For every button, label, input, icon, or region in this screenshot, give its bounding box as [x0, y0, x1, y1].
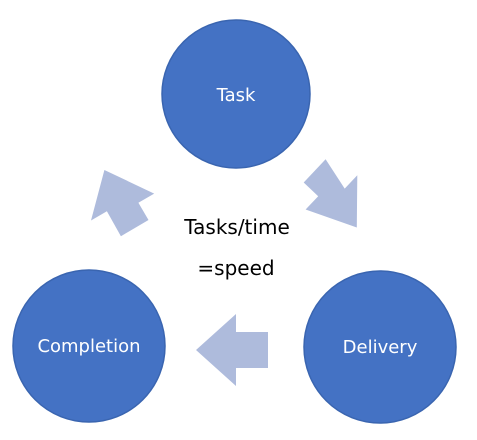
node-delivery-circle	[303, 270, 457, 424]
center-text-line-2: =speed	[197, 256, 274, 280]
node-delivery: Delivery	[303, 270, 457, 424]
node-delivery-label: Delivery	[343, 337, 418, 358]
node-completion: Completion	[12, 269, 166, 423]
node-completion-circle	[12, 269, 166, 423]
arrow-task-to-delivery	[303, 159, 358, 228]
center-text-line-1: Tasks/time	[183, 215, 290, 239]
arrow-delivery-to-completion	[196, 314, 268, 386]
node-task: Task	[161, 19, 311, 169]
arrow-completion-to-task	[91, 170, 155, 237]
node-completion-label: Completion	[37, 336, 140, 357]
node-task-label: Task	[216, 85, 256, 106]
node-task-circle	[161, 19, 311, 169]
